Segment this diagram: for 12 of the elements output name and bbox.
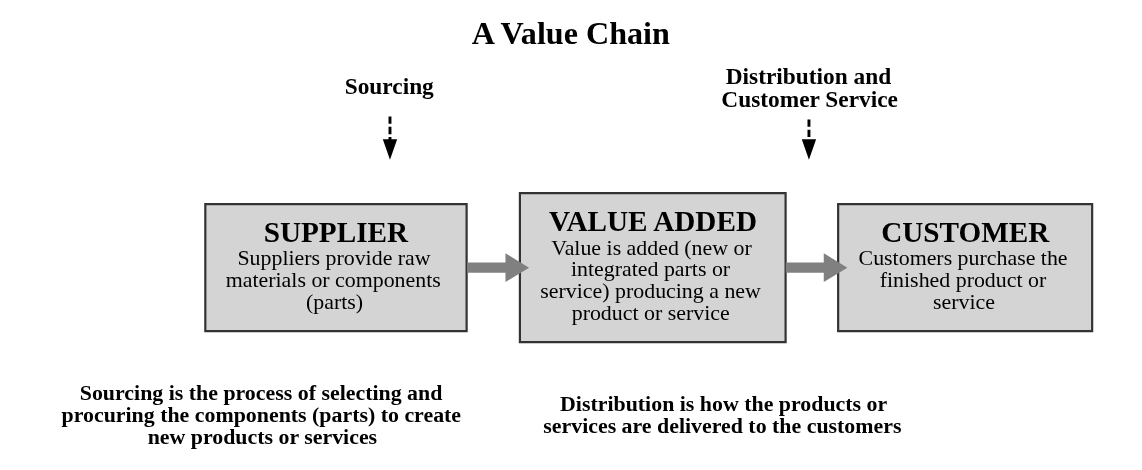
diagram-title: A Value Chain [471, 15, 670, 52]
node-text: Sourcing [344, 73, 434, 100]
node-box: VALUE ADDED Value is added (new or integrated parts or service) producing a new product or service [518, 192, 787, 344]
node-text: Distribution and Customer Service [721, 62, 898, 113]
node-box: SUPPLIER Suppliers provide raw materials or components (parts) [204, 203, 468, 333]
arrow [382, 116, 398, 160]
arrow [785, 253, 848, 283]
arrow [801, 119, 817, 160]
label: Sourcing is the process of selecting and procuring the components (parts) to create new products or services [61, 380, 462, 450]
node-box: CUSTOMER Customers purchase the finished product or service [837, 203, 1094, 333]
arrow [467, 253, 530, 283]
label: Distribution is how the products or services are delivered to the customers [543, 391, 902, 439]
